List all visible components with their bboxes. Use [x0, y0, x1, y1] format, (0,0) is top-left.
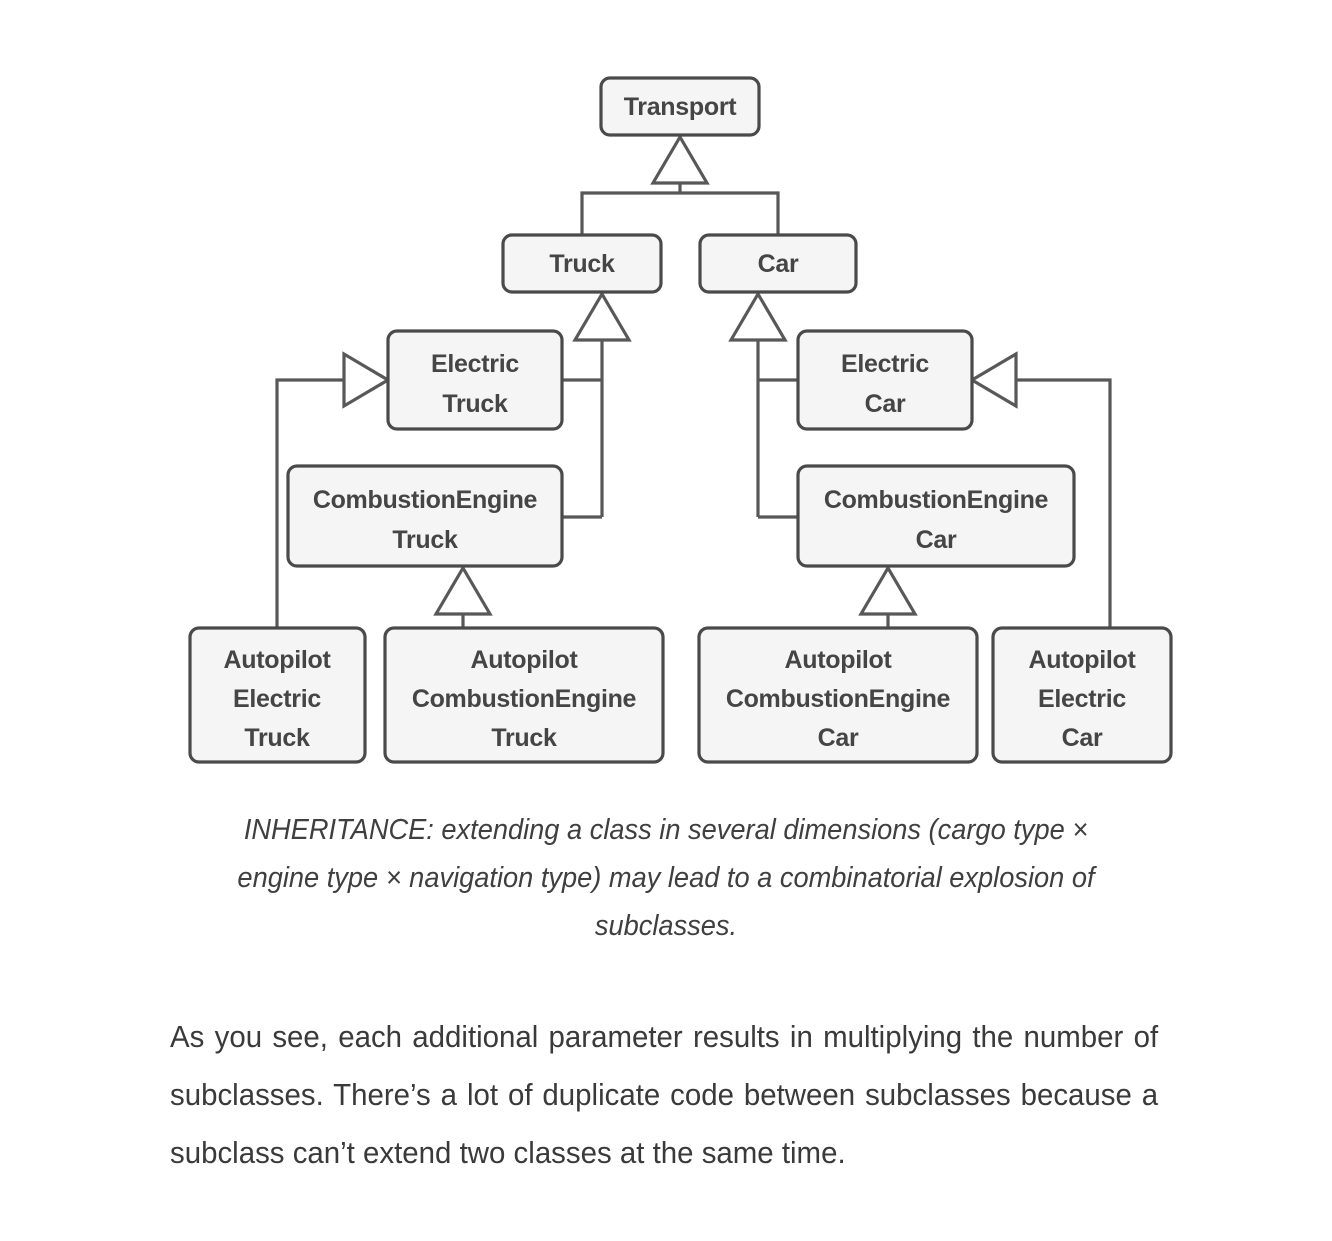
- class-box-truck-rect: [501, 233, 663, 294]
- generalization-arrow-combustionenginecar-icon: [858, 564, 918, 616]
- inheritance-class-diagram: Transport Truck Car Electric Truck Elect…: [188, 76, 1173, 764]
- class-box-autopilotelectrictruck-label-line-1: Electric: [233, 685, 321, 713]
- class-box-autopilotcombustionenginetruck-label-line-2: Truck: [491, 724, 557, 752]
- class-box-autopilotelectrictruck-rect: [188, 626, 367, 764]
- class-box-combustionenginecar-rect: [796, 464, 1076, 568]
- class-box-transport[interactable]: Transport: [599, 76, 761, 137]
- generalization-arrow-transport-icon: [650, 133, 710, 185]
- class-box-electriccar-label-line-0: Electric: [841, 350, 929, 378]
- class-box-autopilotcombustionenginetruck[interactable]: Autopilot CombustionEngine Truck: [383, 626, 665, 764]
- class-box-combustionenginecar-label-line-1: Car: [916, 526, 957, 554]
- class-box-car-rect: [698, 233, 858, 294]
- class-box-autopilotcombustionenginetruck-label-line-0: Autopilot: [471, 646, 579, 674]
- class-box-autopilotcombustionenginecar-label-line-2: Car: [818, 724, 859, 752]
- generalization-arrow-electrictruck-icon: [342, 351, 392, 409]
- class-box-electriccar[interactable]: Electric Car: [796, 329, 974, 431]
- class-box-autopilotelectriccar-label-line-0: Autopilot: [1029, 646, 1137, 674]
- class-box-autopilotcombustionenginecar-label-line-0: Autopilot: [785, 646, 893, 674]
- class-box-electrictruck[interactable]: Electric Truck: [386, 329, 564, 431]
- generalization-arrow-electriccar-icon: [968, 351, 1018, 409]
- generalization-arrow-combustionenginetruck-icon: [433, 564, 493, 616]
- class-box-autopilotcombustionenginetruck-label-line-1: CombustionEngine: [412, 685, 637, 713]
- edge-autopilotelectriccar-to-electriccar: [1001, 378, 1112, 628]
- class-box-autopilotelectrictruck-label-line-2: Truck: [244, 724, 310, 752]
- class-box-autopilotcombustionenginecar-rect: [697, 626, 979, 764]
- class-box-combustionenginetruck[interactable]: CombustionEngine Truck: [286, 464, 564, 568]
- class-box-autopilotelectrictruck-label-line-0: Autopilot: [224, 646, 332, 674]
- class-box-autopilotelectriccar-label-line-1: Electric: [1038, 685, 1126, 713]
- generalization-arrow-truck-icon: [572, 290, 632, 342]
- class-box-autopilotcombustionenginecar-label-line-1: CombustionEngine: [726, 685, 951, 713]
- class-box-electriccar-rect: [796, 329, 974, 431]
- class-box-electrictruck-label-line-0: Electric: [431, 350, 519, 378]
- class-box-truck[interactable]: Truck: [501, 233, 663, 294]
- figure-caption: INHERITANCE: extending a class in severa…: [237, 814, 1095, 942]
- class-box-autopilotcombustionenginetruck-rect: [383, 626, 665, 764]
- class-box-combustionenginecar[interactable]: CombustionEngine Car: [796, 464, 1076, 568]
- class-box-combustionenginetruck-label-line-0: CombustionEngine: [313, 486, 538, 514]
- arrowhead-layer: [342, 133, 1018, 616]
- class-box-autopilotelectriccar[interactable]: Autopilot Electric Car: [991, 626, 1173, 764]
- edge-autopilotelectrictruck-to-electrictruck: [275, 378, 359, 628]
- class-box-autopilotelectriccar-rect: [991, 626, 1173, 764]
- body-paragraph: As you see, each additional parameter re…: [170, 1020, 1159, 1170]
- class-box-transport-label-line-0: Transport: [624, 93, 738, 121]
- class-box-combustionenginetruck-label-line-1: Truck: [392, 526, 458, 554]
- class-box-electrictruck-rect: [386, 329, 564, 431]
- class-box-electriccar-label-line-1: Car: [865, 390, 906, 418]
- class-box-autopilotcombustionenginecar[interactable]: Autopilot CombustionEngine Car: [697, 626, 979, 764]
- class-box-truck-label-line-0: Truck: [549, 250, 615, 278]
- class-box-autopilotelectriccar-label-line-2: Car: [1062, 724, 1103, 752]
- class-box-car[interactable]: Car: [698, 233, 858, 294]
- class-box-electrictruck-label-line-1: Truck: [442, 390, 508, 418]
- body-text: As you see, each additional parameter re…: [170, 1008, 1158, 1182]
- class-box-combustionenginetruck-rect: [286, 464, 564, 568]
- class-box-combustionenginecar-label-line-0: CombustionEngine: [824, 486, 1049, 514]
- class-box-autopilotelectrictruck[interactable]: Autopilot Electric Truck: [188, 626, 367, 764]
- generalization-arrow-car-icon: [728, 290, 788, 342]
- class-box-car-label-line-0: Car: [758, 250, 799, 278]
- class-box-transport-rect: [599, 76, 761, 137]
